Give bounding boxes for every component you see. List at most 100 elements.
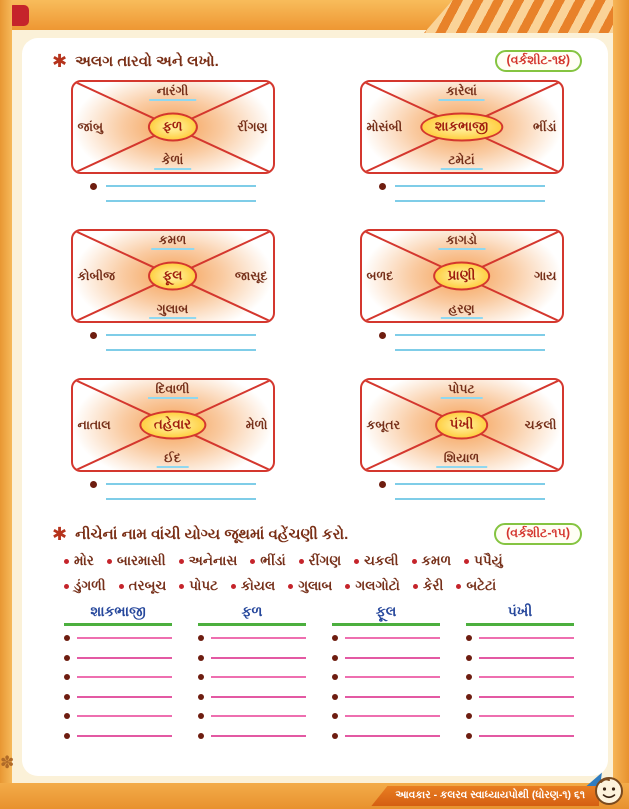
write-line [77, 676, 172, 678]
blank-row [198, 732, 306, 739]
answer-lines [395, 332, 545, 364]
word-label: બારમાસી [116, 553, 166, 568]
table-column-birds: પંખી [466, 603, 574, 752]
word-label: ગલગોટો [355, 578, 400, 593]
word-item: તરબૂચ [118, 578, 167, 594]
answer-line [395, 483, 545, 485]
answer-blank [379, 481, 578, 513]
box-word-left: બળદ [366, 268, 394, 283]
word-item: ડુંગળી [64, 578, 106, 594]
bullet-dot [250, 558, 256, 564]
table-column-flowers: ફૂલ [332, 603, 440, 752]
answer-blank [90, 481, 289, 513]
blank-row [466, 635, 574, 641]
box-word-bottom: કેળાં [153, 153, 192, 170]
word-bank-row: ડુંગળી તરબૂચ પોપટ કોયલ ગુલાબ ગલગોટો કેરી… [64, 578, 582, 594]
worksheet14-title: અલગ તારવો અને લખો. [75, 52, 219, 70]
answer-line [395, 200, 545, 202]
odd-one-out-box: દિવાળી નાતાલ મેળો ઈદ તહેવાર [70, 378, 275, 472]
column-header: પંખી [466, 603, 574, 626]
answer-lines [395, 481, 545, 513]
blank-row [198, 674, 306, 680]
footer-ribbon: આવકાર - કલરવ સ્વાધ્યાયપોથી (ધોરણ-૧) ૬૧ [371, 786, 599, 806]
blank-row [64, 674, 172, 680]
word-label: બટેટાં [466, 578, 497, 593]
bullet-dot [332, 713, 338, 719]
write-line [211, 637, 306, 639]
bullet-dot [332, 732, 338, 739]
classification-unit: કમળ કોબીજ જાસૂદ ગુલાબ ફૂલ [56, 229, 289, 364]
box-word-top: કાગડો [437, 233, 486, 251]
box-word-right: ચકલી [524, 417, 557, 432]
write-line [211, 695, 306, 698]
answer-lines [106, 183, 256, 215]
word-label: ભીંડાં [260, 553, 286, 568]
bullet-dot [198, 674, 204, 680]
classification-grid: નારંગી જાંબુ રીંગણ કેળાં ફળ કારેલાં મોસં… [56, 80, 578, 513]
box-word-bottom: ટમેટાં [440, 153, 483, 170]
bullet-dot [332, 635, 338, 641]
answer-line [106, 334, 256, 336]
answer-line [106, 185, 256, 187]
flower-icon: ✽ [0, 753, 15, 772]
word-item: ભીંડાં [250, 553, 286, 569]
odd-one-out-box: કાગડો બળદ ગાય હરણ પ્રાણી [359, 229, 564, 323]
blank-row [332, 635, 440, 641]
column-header: ફળ [198, 603, 306, 626]
word-item: ગલગોટો [345, 578, 400, 594]
column-header: શાકભાજી [64, 603, 172, 626]
blank-row [332, 693, 440, 700]
word-label: તરબૂચ [128, 578, 167, 593]
odd-one-out-box: નારંગી જાંબુ રીંગણ કેળાં ફળ [70, 80, 275, 174]
word-label: ચકલી [364, 553, 399, 568]
left-border-band [0, 0, 12, 809]
write-line [77, 715, 172, 717]
blank-row [198, 654, 306, 661]
box-category-oval: ફૂલ [147, 261, 198, 291]
bullet-dot [411, 558, 417, 564]
answer-lines [106, 332, 256, 364]
write-line [77, 656, 172, 659]
bullet-dot [64, 654, 70, 661]
table-column-fruits: ફળ [198, 603, 306, 752]
box-category-oval: શાકભાજી [419, 112, 504, 142]
word-bank: મોર બારમાસી અનેનાસ ભીંડાં રીંગણ ચકલી કમળ… [64, 553, 582, 594]
blank-row [198, 635, 306, 641]
box-category-oval: ફળ [147, 112, 198, 142]
word-label: કેરી [422, 578, 444, 593]
answer-blank [90, 183, 289, 215]
bullet-dot [332, 693, 338, 700]
answer-line [106, 483, 256, 485]
box-word-right: જાસૂદ [234, 268, 268, 283]
word-label: કોયલ [241, 578, 276, 593]
classification-unit: નારંગી જાંબુ રીંગણ કેળાં ફળ [56, 80, 289, 215]
bullet-dot [64, 693, 70, 700]
answer-blank [90, 332, 289, 364]
box-word-right: ભીંડાં [532, 119, 557, 134]
bullet-dot [198, 693, 204, 700]
odd-one-out-box: કારેલાં મોસંબી ભીંડાં ટમેટાં શાકભાજી [359, 80, 564, 174]
bullet-dot [412, 583, 418, 589]
bullet-dot [466, 654, 472, 661]
blank-row [466, 693, 574, 700]
word-label: ગુલાબ [298, 578, 333, 593]
box-word-left: મોસંબી [366, 119, 403, 134]
blank-row [332, 654, 440, 661]
word-label: અનેનાસ [188, 553, 238, 568]
write-line [345, 734, 440, 737]
bullet-dot [106, 558, 112, 564]
odd-one-out-box: કમળ કોબીજ જાસૂદ ગુલાબ ફૂલ [70, 229, 275, 323]
answer-line [395, 349, 545, 351]
box-category-oval: તહેવાર [138, 410, 207, 440]
blank-row [64, 713, 172, 719]
bullet-dot [466, 674, 472, 680]
bullet-dot [466, 635, 472, 641]
box-word-left: કોબીજ [77, 268, 115, 283]
box-word-right: મેળો [245, 417, 268, 432]
write-line [479, 695, 574, 698]
bullet-dot [466, 713, 472, 719]
bullet-dot [354, 558, 360, 564]
bullet-dot [345, 583, 351, 589]
answer-lines [395, 183, 545, 215]
bullet-dot [64, 558, 69, 564]
